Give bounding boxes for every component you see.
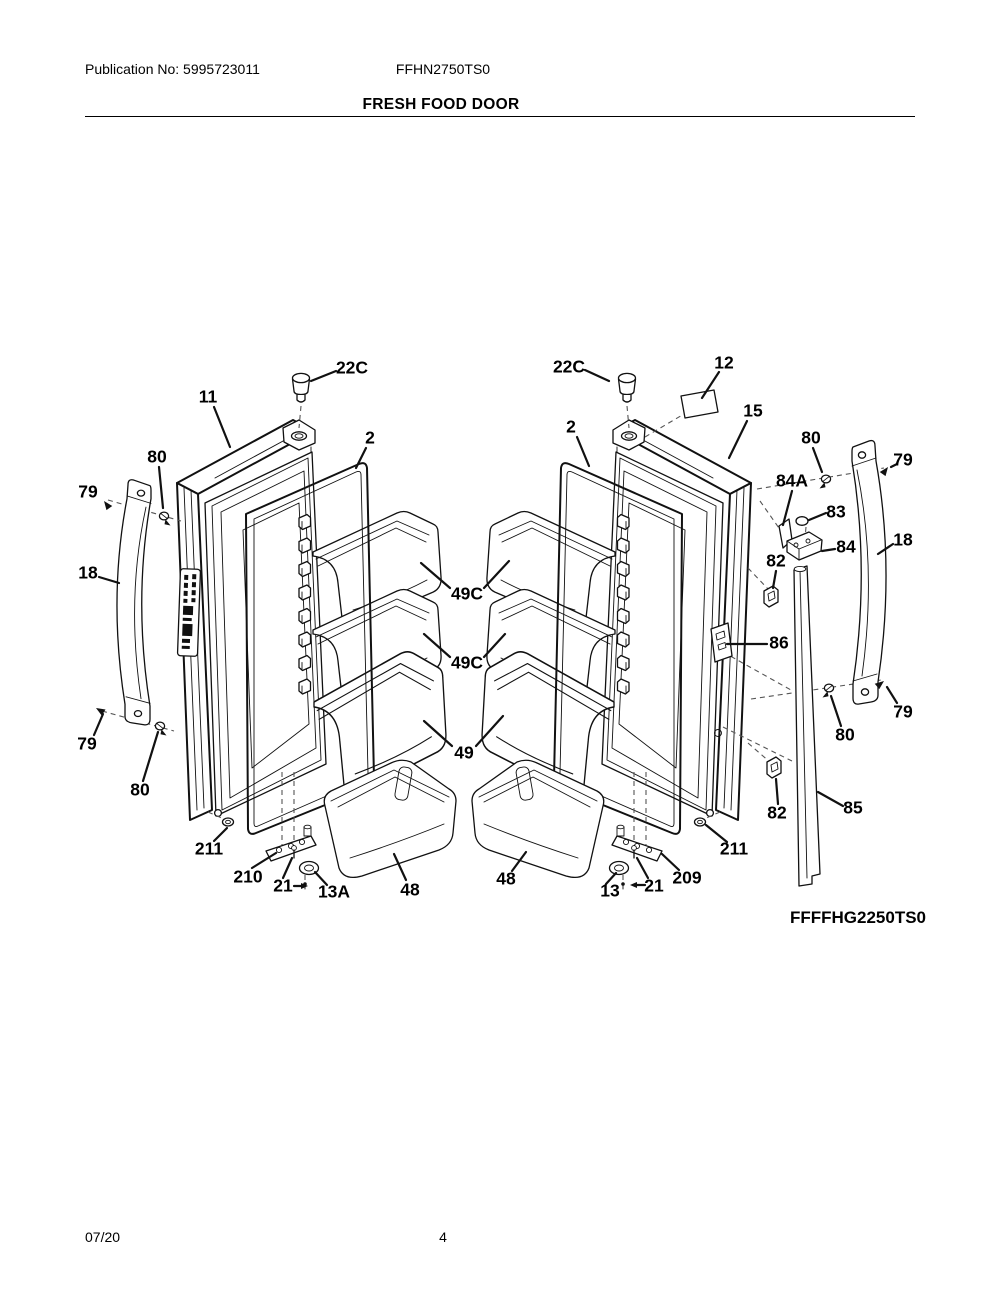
part-label-80-top-left: 80 <box>147 446 167 467</box>
leader-lines <box>92 368 899 889</box>
part-label-18-right: 18 <box>893 529 913 550</box>
left-door-handle <box>116 479 152 726</box>
part-label-49c-top: 49C <box>450 583 484 604</box>
left-door-assembly <box>177 373 456 889</box>
part-label-21-right: 21 <box>644 875 664 896</box>
mounting-clip-top <box>763 585 779 608</box>
part-label-15: 15 <box>743 400 763 421</box>
part-label-22c-left: 22C <box>335 357 369 378</box>
serial-sticker-12 <box>680 389 719 419</box>
shoulder-pin-top-left <box>102 501 113 511</box>
part-label-13a: 13A <box>317 881 351 902</box>
diagram-submodel: FFFFHG2250TS0 <box>789 908 927 927</box>
header-rule <box>85 116 915 117</box>
part-label-211-right: 211 <box>719 838 749 859</box>
part-label-84a: 84A <box>775 470 809 491</box>
right-door-assembly <box>472 373 751 889</box>
part-label-79-bottom-left: 79 <box>77 733 97 754</box>
shoulder-pin-top-right <box>879 467 890 477</box>
energy-label-sticker <box>176 568 202 657</box>
model-number: FFHN2750TS0 <box>395 61 491 77</box>
part-label-82-bottom: 82 <box>767 802 787 823</box>
part-label-2-right: 2 <box>566 416 576 437</box>
part-label-209: 209 <box>672 867 702 888</box>
right-door-handle <box>851 439 887 705</box>
page-title: FRESH FOOD DOOR <box>362 96 520 113</box>
part-label-12: 12 <box>714 352 734 373</box>
part-label-85: 85 <box>843 797 863 818</box>
part-label-49c-mid: 49C <box>450 652 484 673</box>
part-label-18-left: 18 <box>78 562 98 583</box>
part-label-48-right: 48 <box>496 868 516 889</box>
door-trim-strip <box>793 565 821 887</box>
part-label-48-left: 48 <box>400 879 420 900</box>
part-label-21-left: 21 <box>273 875 293 896</box>
part-label-2-left: 2 <box>365 427 375 448</box>
part-label-79-top-left: 79 <box>78 481 98 502</box>
part-label-80-bottom-left: 80 <box>130 779 150 800</box>
door-switch-module <box>710 622 733 737</box>
part-label-49: 49 <box>454 742 474 763</box>
part-label-80-top-right: 80 <box>801 427 821 448</box>
part-label-86: 86 <box>769 632 789 653</box>
footer-page-number: 4 <box>439 1229 447 1245</box>
part-label-79-bottom-right: 79 <box>893 701 913 722</box>
handle-screw-top-left <box>158 511 172 527</box>
shoulder-pin-bottom-left <box>96 706 107 717</box>
part-label-79-top-right: 79 <box>893 449 913 470</box>
footer-date: 07/20 <box>85 1229 121 1245</box>
part-label-211-left: 211 <box>194 838 224 859</box>
part-label-80-bottom-right: 80 <box>835 724 855 745</box>
mounting-clip-bottom <box>766 756 782 779</box>
part-label-210: 210 <box>233 866 263 887</box>
part-label-83: 83 <box>826 501 846 522</box>
part-label-84: 84 <box>836 536 856 557</box>
publication-number: Publication No: 5995723011 <box>85 61 260 77</box>
part-label-11: 11 <box>198 386 218 407</box>
part-label-13: 13 <box>600 880 620 901</box>
part-label-82-top: 82 <box>766 550 786 571</box>
handle-screw-top-right <box>818 474 832 490</box>
part-label-22c-right: 22C <box>552 356 586 377</box>
